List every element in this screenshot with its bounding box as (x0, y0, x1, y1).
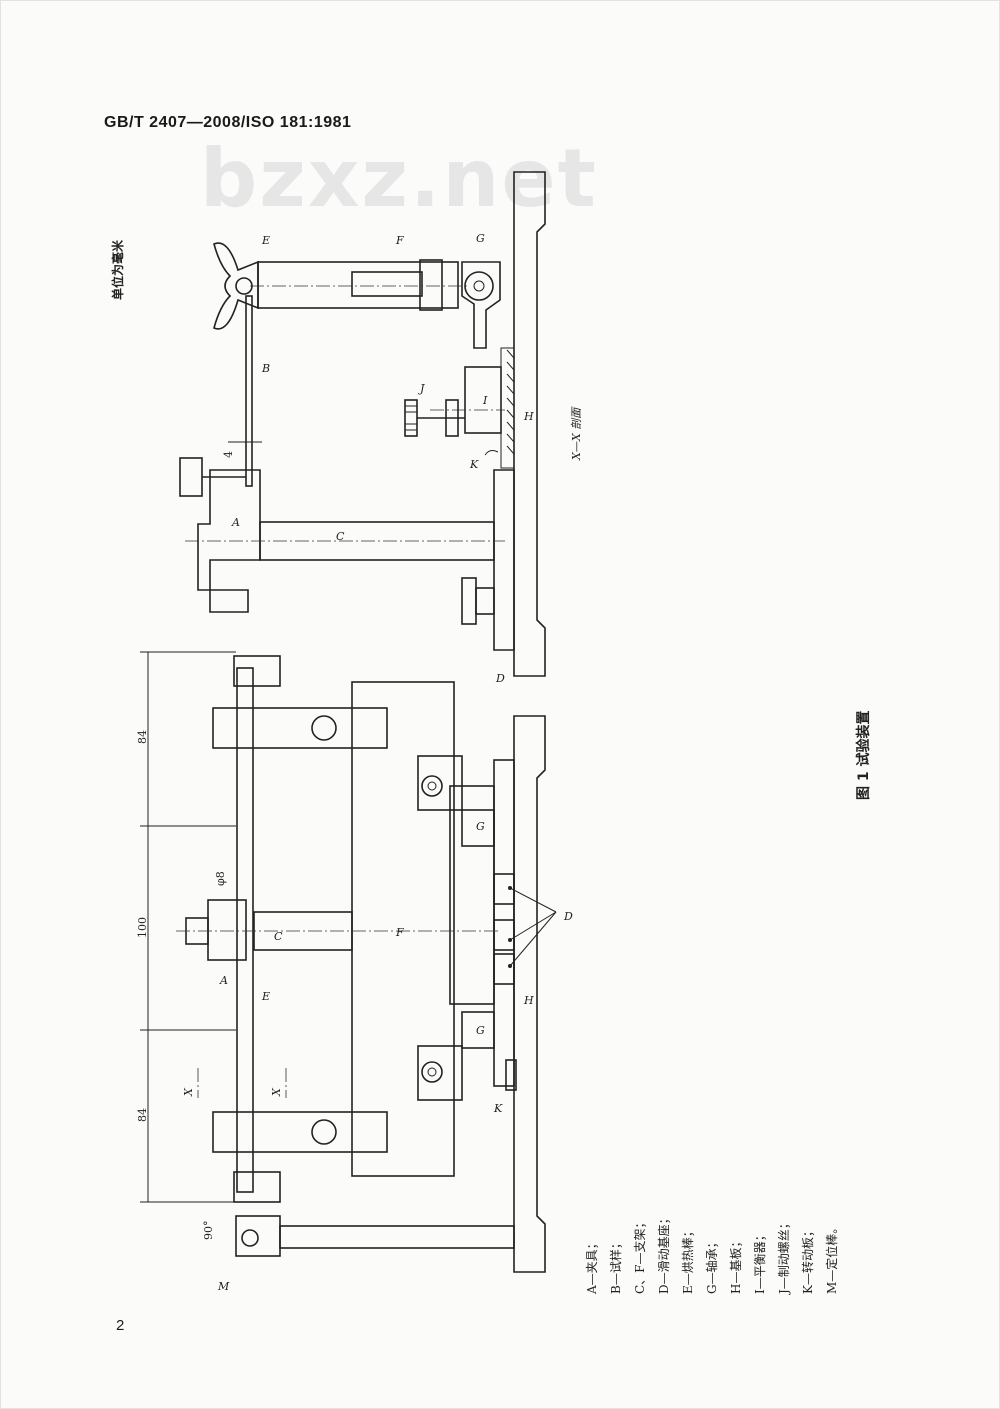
units-note: 单位为毫米 (110, 239, 125, 300)
section-view: 4 E F G B J I H K A C D (179, 171, 546, 685)
sliding-bases-plan (493, 873, 557, 985)
legend-item: K—转动板； (800, 1225, 815, 1294)
legend-item: H—基板； (729, 1236, 743, 1294)
clamp-plan (207, 899, 247, 961)
label-g-plan-top: G (476, 820, 485, 833)
label-g-top: G (476, 232, 485, 245)
legend-item: B—试样； (608, 1237, 623, 1294)
label-h-plan: H (523, 994, 534, 1007)
page-number: 2 (116, 1317, 125, 1334)
positioning-bar-plan (235, 1215, 515, 1257)
label-d-top: D (495, 672, 505, 685)
label-c-top: C (336, 530, 345, 543)
support-f-section (257, 261, 459, 309)
label-m-plan: M (217, 1280, 230, 1293)
sliding-base-section (493, 469, 515, 651)
section-mark-x-left: X (182, 1087, 195, 1097)
dimension-100: 100 (136, 917, 149, 938)
legend-item: J—制动螺丝； (777, 1217, 791, 1296)
legend-item: E—烘热棒； (681, 1225, 695, 1294)
legend: A—夹具； B—试样； C、F—支架； D—滑动基座； E—烘热棒； G—轴承；… (585, 1212, 839, 1296)
legend-item: I—平衡器； (753, 1229, 767, 1294)
label-k-top: K (469, 458, 479, 471)
label-h-top: H (523, 410, 534, 423)
heating-rod-plan (236, 667, 254, 1193)
label-c-plan: C (274, 930, 283, 943)
legend-item: C、F—支架； (633, 1216, 647, 1294)
legend-item: D—滑动基座； (656, 1212, 671, 1294)
base-plate-section (513, 171, 546, 677)
label-f-top: F (395, 234, 404, 247)
bearing-bottom-plan (417, 1011, 495, 1101)
plan-view: X X 84 100 84 φ8 90° G G C F A E D H K M (136, 651, 573, 1293)
label-j-top: J (418, 382, 425, 395)
diameter-8: φ8 (214, 871, 227, 886)
dimension-84-top: 84 (136, 730, 149, 744)
standard-header: GB/T 2407—2008/ISO 181:1981 (104, 114, 352, 131)
balancer-section (464, 366, 502, 434)
label-a-top: A (231, 516, 240, 529)
rotating-plate-section (484, 450, 499, 456)
knob-section (461, 577, 477, 625)
brake-screw-section (404, 399, 465, 437)
heating-rod-section (213, 242, 259, 330)
label-g-plan-bottom: G (476, 1024, 485, 1037)
section-label: X—X 剖面 (570, 406, 583, 461)
angle-90: 90° (202, 1221, 215, 1241)
label-k-plan: K (493, 1102, 503, 1115)
watermark: bzxz.net (200, 132, 598, 225)
bearing-top-plan (417, 755, 495, 847)
figure-caption: 图 1 试验装置 (855, 711, 872, 801)
label-a-plan: A (219, 974, 228, 987)
label-b-top: B (261, 362, 270, 375)
label-e-top: E (261, 234, 270, 247)
base-plate-plan (513, 715, 546, 1273)
rotating-plate-plan (505, 1059, 517, 1091)
bearing-section (464, 271, 494, 301)
dimension-84-bottom: 84 (136, 1108, 149, 1122)
specimen-section (245, 295, 253, 487)
section-mark-x-right: X (270, 1087, 283, 1097)
legend-item: G—轴承； (704, 1236, 719, 1294)
legend-item: M—定位棒。 (824, 1222, 839, 1294)
clamp-section (197, 469, 261, 613)
gap-dimension: 4 (222, 451, 235, 458)
label-d-plan: D (563, 910, 573, 923)
label-e-plan: E (261, 990, 270, 1003)
label-i-top: I (482, 394, 488, 407)
base-hatching (506, 349, 515, 455)
label-f-plan: F (395, 926, 404, 939)
legend-item: A—夹具； (585, 1237, 599, 1295)
